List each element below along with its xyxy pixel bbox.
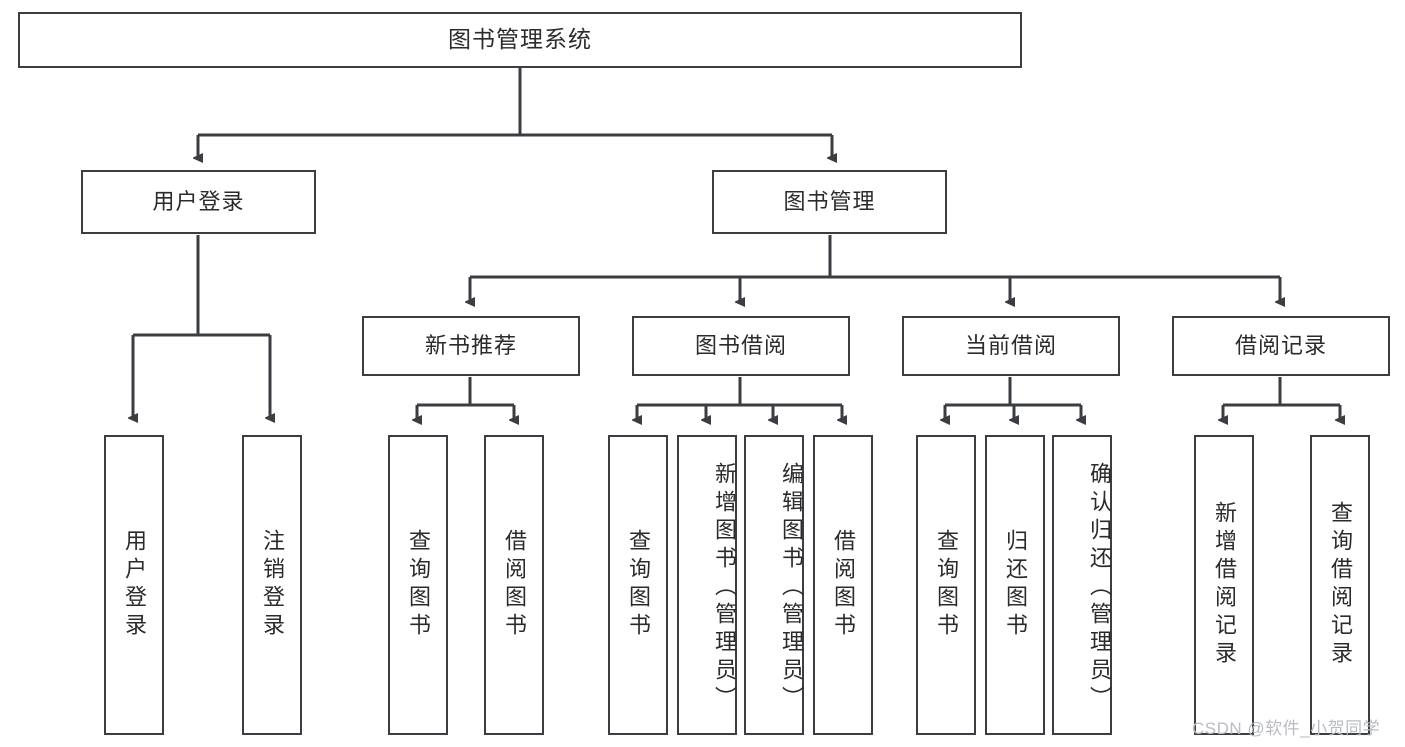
leaf-confirm-return-admin[interactable]: 确认归还（管理员）: [1052, 435, 1112, 735]
node-new-book-recommend[interactable]: 新书推荐: [362, 316, 580, 376]
node-current-borrow[interactable]: 当前借阅: [902, 316, 1120, 376]
leaf-return-book[interactable]: 归还图书: [985, 435, 1045, 735]
leaf-query-book-3[interactable]: 查询图书: [916, 435, 976, 735]
node-book-borrow[interactable]: 图书借阅: [632, 316, 850, 376]
csdn-watermark: CSDN @软件_小贺同学: [1192, 719, 1381, 738]
leaf-query-book-1[interactable]: 查询图书: [388, 435, 448, 735]
leaf-user-login[interactable]: 用户登录: [104, 435, 164, 735]
leaf-borrow-book-2[interactable]: 借阅图书: [813, 435, 873, 735]
leaf-add-borrow-record[interactable]: 新增借阅记录: [1194, 435, 1254, 735]
leaf-query-book-2[interactable]: 查询图书: [608, 435, 668, 735]
node-user-login[interactable]: 用户登录: [81, 170, 316, 234]
leaf-query-borrow-record[interactable]: 查询借阅记录: [1310, 435, 1370, 735]
node-borrow-record[interactable]: 借阅记录: [1172, 316, 1390, 376]
leaf-logout[interactable]: 注销登录: [242, 435, 302, 735]
leaf-edit-book-admin[interactable]: 编辑图书（管理员）: [744, 435, 804, 735]
node-root[interactable]: 图书管理系统: [18, 12, 1022, 68]
leaf-add-book-admin[interactable]: 新增图书（管理员）: [677, 435, 737, 735]
node-book-management[interactable]: 图书管理: [712, 170, 947, 234]
leaf-borrow-book-1[interactable]: 借阅图书: [484, 435, 544, 735]
